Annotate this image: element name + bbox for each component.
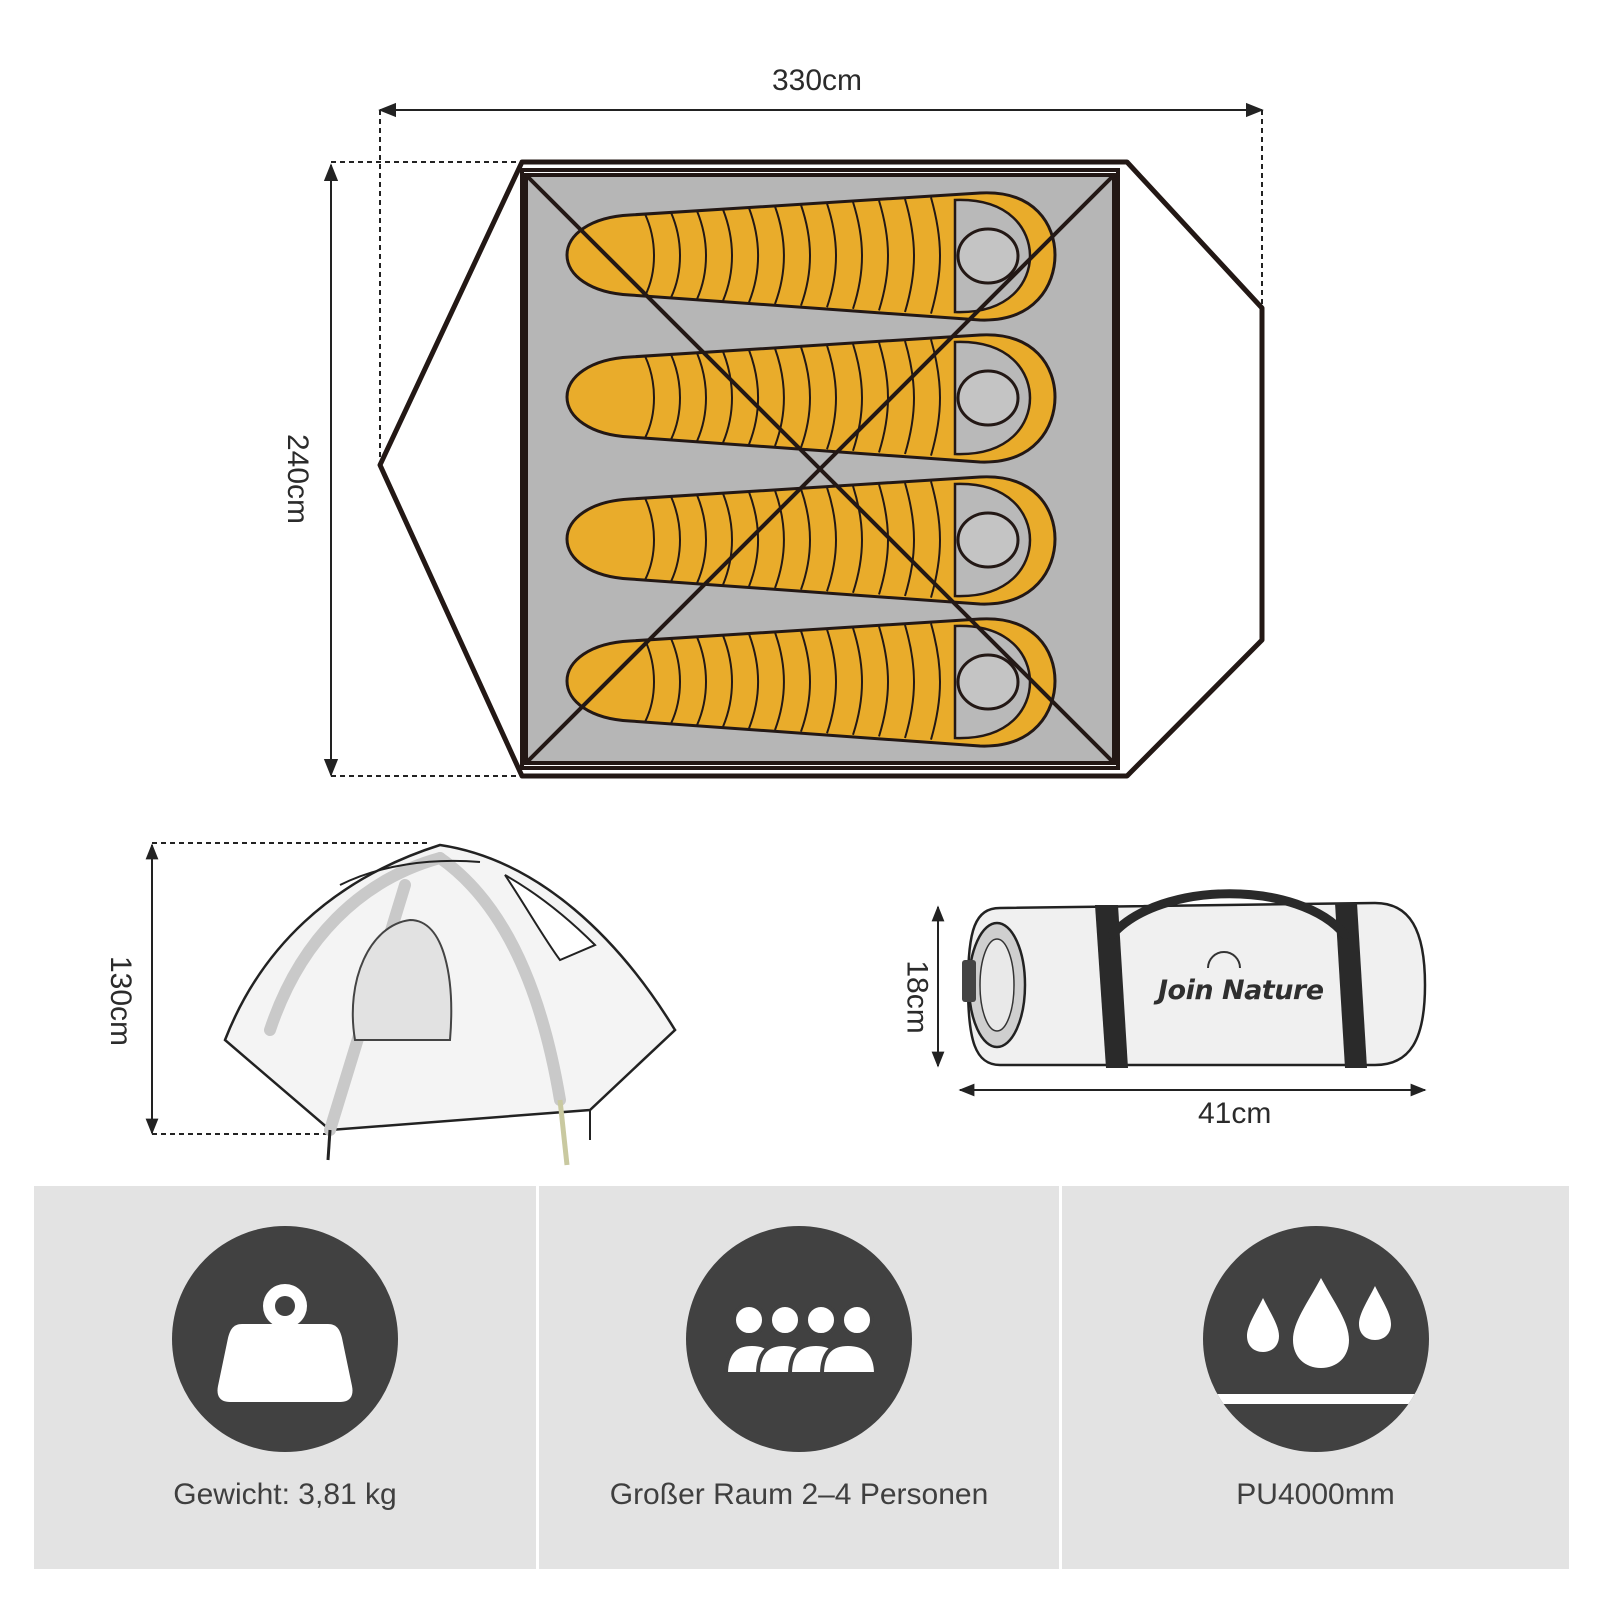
water-drops-icon	[1202, 1226, 1429, 1452]
sleeping-bag	[565, 333, 1057, 464]
sleeping-bag	[565, 617, 1057, 748]
feature-panel-persons: Großer Raum 2–4 Personen	[539, 1186, 1059, 1569]
diameter-label: 18cm	[900, 960, 934, 1034]
length-label: 41cm	[1198, 1097, 1272, 1130]
width-dimension-line	[378, 102, 1264, 460]
feature-label-persons: Großer Raum 2–4 Personen	[609, 1478, 989, 1511]
sleeping-bag	[565, 191, 1057, 322]
feature-panel-weight: Gewicht: 3,81 kg	[34, 1186, 536, 1569]
pack-bag-illustration	[931, 889, 1427, 1097]
weight-icon	[172, 1226, 398, 1452]
persons-icon	[686, 1226, 912, 1452]
feature-panel-waterproof: PU4000mm	[1062, 1186, 1569, 1569]
feature-label-waterproof: PU4000mm	[1236, 1478, 1395, 1511]
width-label: 330cm	[772, 64, 863, 97]
feature-label-weight: Gewicht: 3,81 kg	[173, 1478, 397, 1511]
tent-side-view	[145, 842, 677, 1166]
height-dimension-line	[145, 842, 430, 1135]
cross-poles	[524, 173, 1116, 765]
depth-dimension-line	[323, 161, 522, 777]
floor-plan-diagram	[323, 102, 1265, 779]
brand-logo: Join Nature	[1158, 975, 1324, 1006]
sleeping-bag	[565, 475, 1057, 606]
